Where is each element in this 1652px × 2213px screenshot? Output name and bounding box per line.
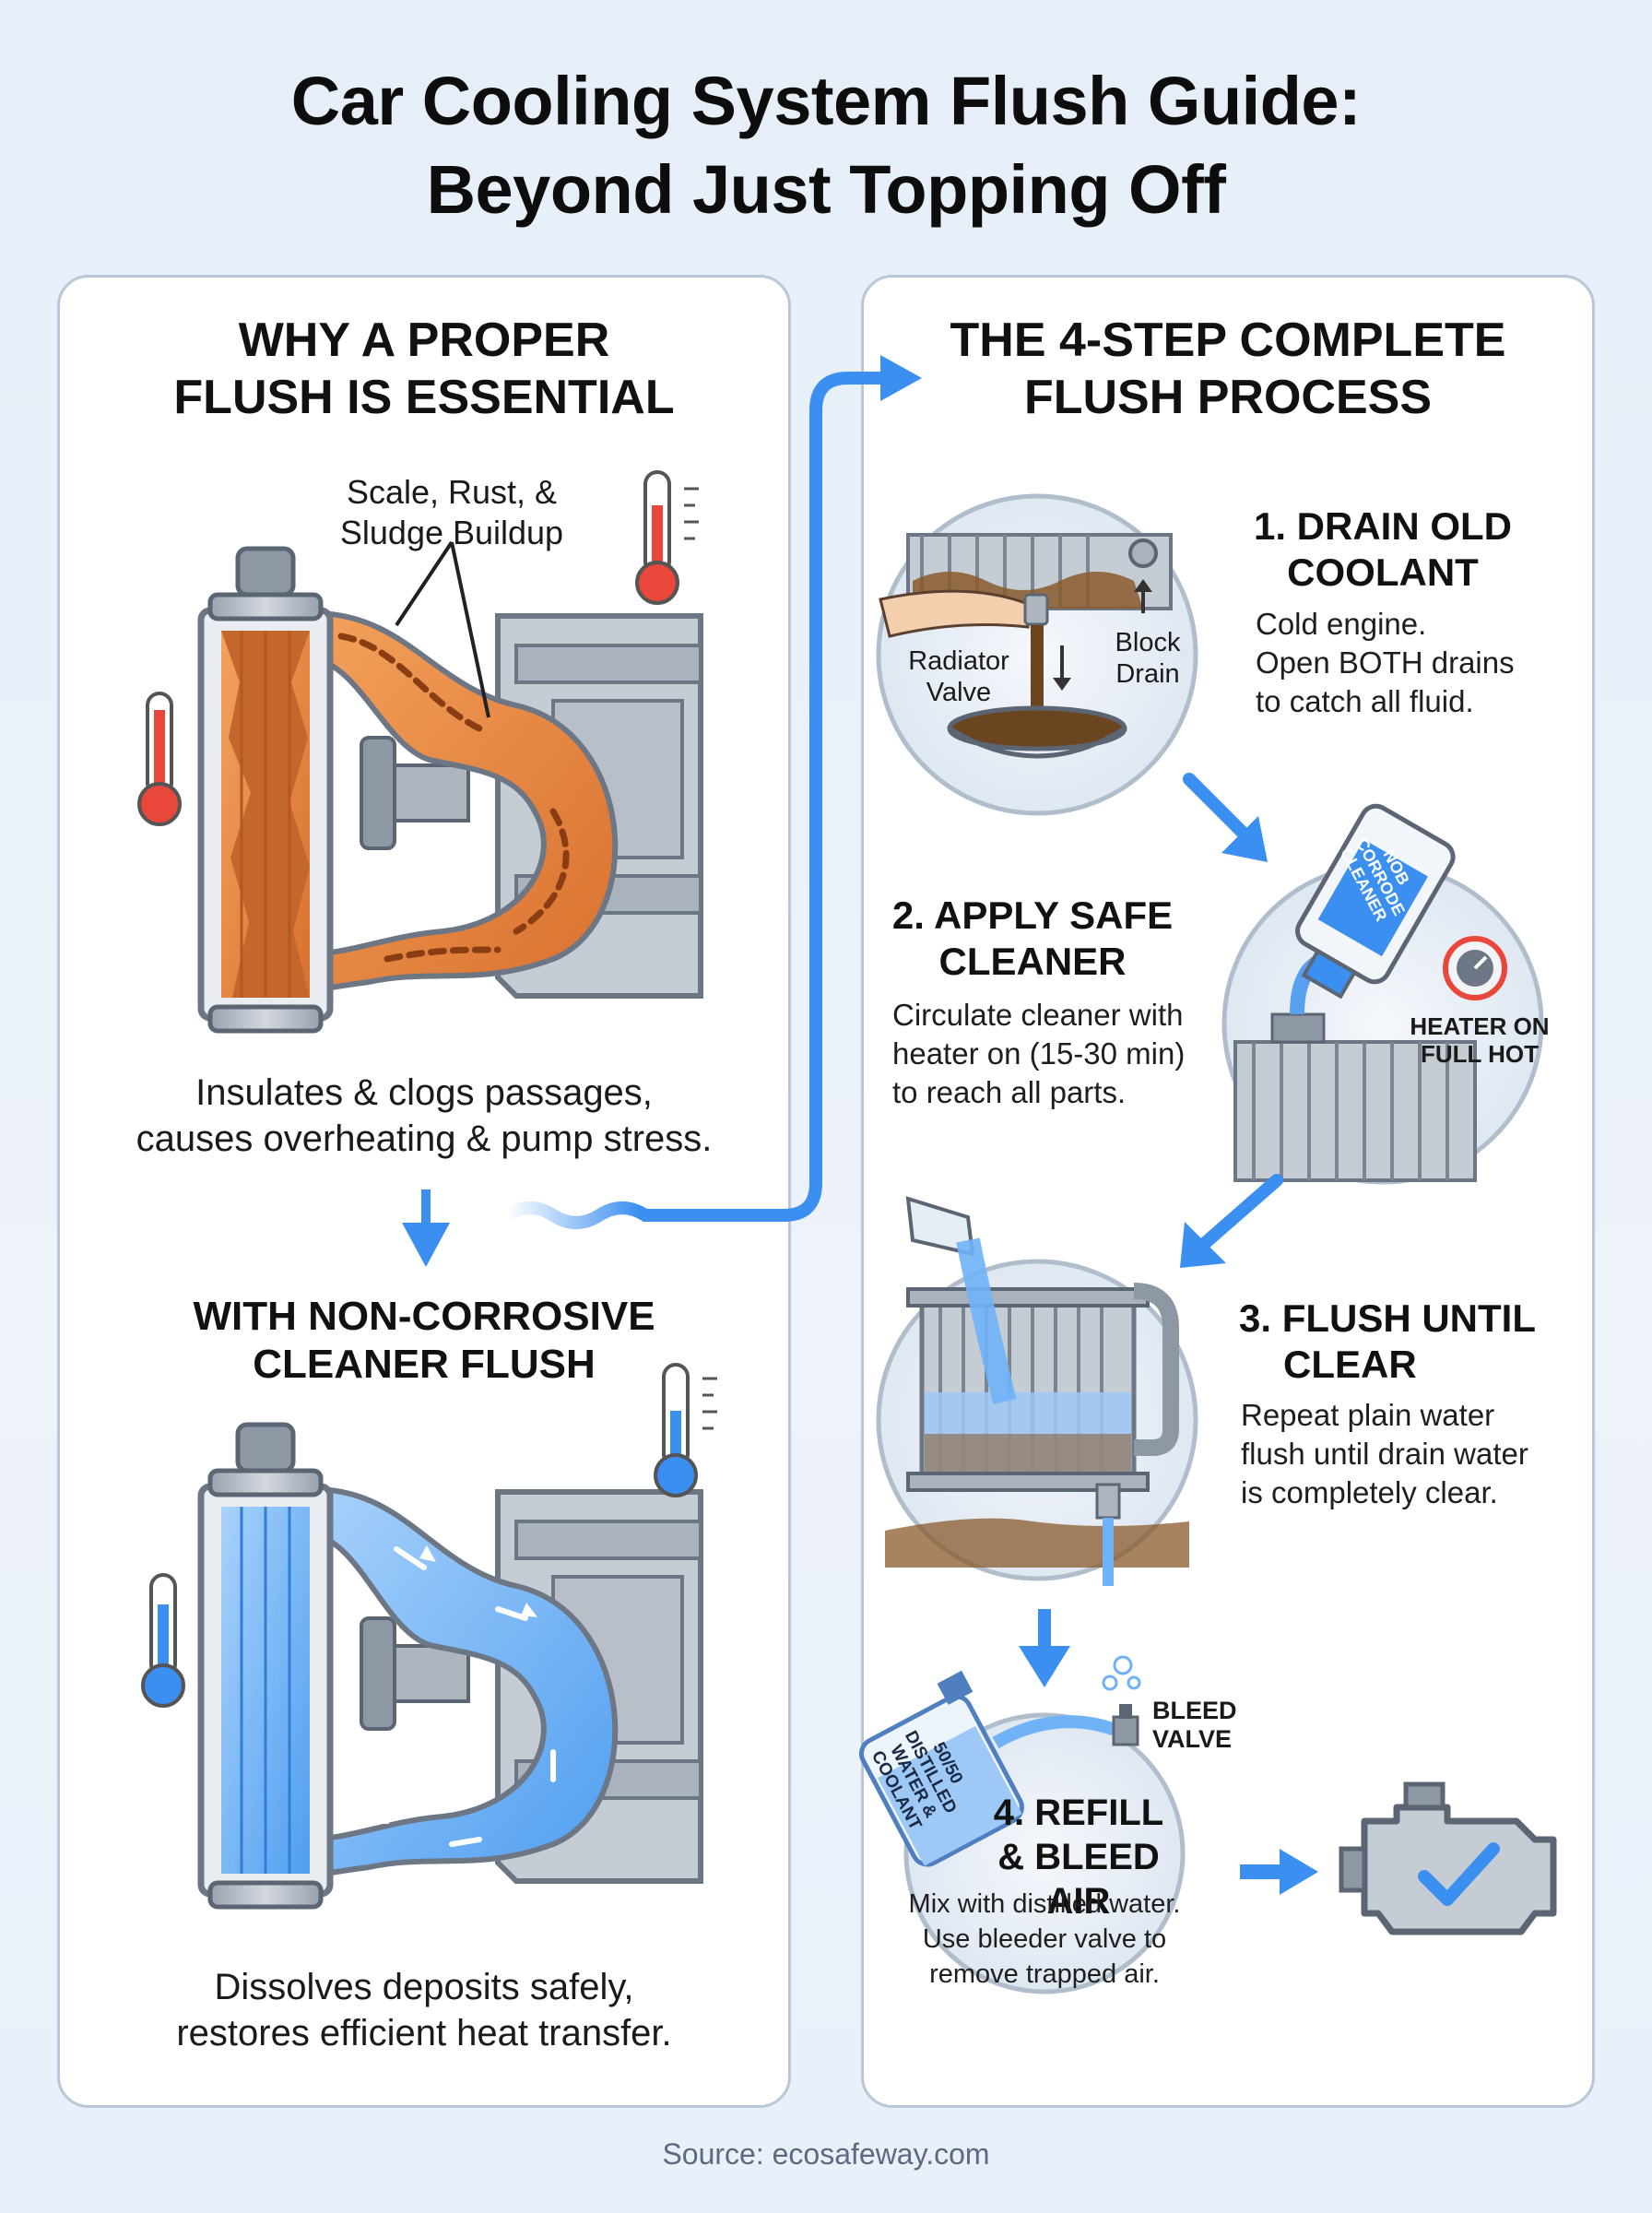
page-title-line2: Beyond Just Topping Off: [426, 151, 1226, 228]
buildup-label-line2: Sludge Buildup: [339, 514, 564, 551]
step3-title: 3. FLUSH UNTIL CLEAR: [1235, 1296, 1540, 1388]
solution-caption-line2: restores efficient heat transfer.: [176, 2013, 672, 2053]
step3-text: Repeat plain water flush until drain wat…: [1241, 1396, 1573, 1512]
step4-text-line1: Mix with distilled water.: [908, 1889, 1181, 1919]
step2-text: Circulate cleaner with heater on (15-30 …: [892, 996, 1224, 1112]
step1-title: 1. DRAIN OLD COOLANT: [1235, 503, 1530, 596]
source-credit: Source: ecosafeway.com: [662, 2137, 990, 2171]
solution-caption: Dissolves deposits safely, restores effi…: [57, 1964, 791, 2056]
block-drain-label-line2: Drain: [1115, 659, 1180, 689]
problem-caption-line1: Insulates & clogs passages,: [195, 1072, 653, 1113]
step1-text-line2: Open BOTH drains: [1256, 645, 1515, 680]
step3-title-line1: 3. FLUSH UNTIL: [1239, 1296, 1536, 1340]
step1-drain-illustration: [876, 493, 1198, 816]
clogged-radiator-illustration: [197, 540, 703, 1034]
clean-radiator-illustration: [197, 1422, 703, 1910]
right-heading-line1: THE 4-STEP COMPLETE: [950, 314, 1506, 367]
block-drain-label-line1: Block: [1115, 628, 1181, 657]
solution-heading-line1: WITH NON-CORROSIVE: [193, 1294, 655, 1339]
step4-title-line1: 4. REFILL: [993, 1793, 1164, 1833]
step4-text: Mix with distilled water. Use bleeder va…: [883, 1887, 1206, 1992]
problem-caption: Insulates & clogs passages, causes overh…: [57, 1070, 791, 1162]
step4-text-line3: remove trapped air.: [929, 1959, 1160, 1989]
down-arrow-icon: [402, 1189, 450, 1267]
process-flow-arrow: [501, 355, 922, 1229]
buildup-label: Scale, Rust, & Sludge Buildup: [295, 472, 608, 553]
solution-heading: WITH NON-CORROSIVE CLEANER FLUSH: [57, 1293, 791, 1389]
step2-text-line2: heater on (15-30 min): [892, 1036, 1186, 1071]
step2-cleaner-illustration: [1221, 803, 1544, 1185]
left-heading-line1: WHY A PROPER: [238, 314, 610, 367]
heater-label-line2: FULL HOT: [1420, 1040, 1540, 1068]
step1-text-line1: Cold engine.: [1256, 607, 1427, 641]
thermometer-cool-icon: [654, 1363, 717, 1497]
page-title-line1: Car Cooling System Flush Guide:: [290, 63, 1362, 139]
step4-refill-illustration: [858, 1655, 1186, 1994]
step4-title-line2: & BLEED AIR: [997, 1837, 1160, 1922]
step2-text-line1: Circulate cleaner with: [892, 998, 1184, 1032]
bleed-valve-label: BLEED VALVE: [1152, 1697, 1245, 1754]
heater-label: HEATER ON FULL HOT: [1406, 1012, 1553, 1068]
bleed-valve-label-line2: VALVE: [1152, 1725, 1233, 1753]
right-panel-heading: THE 4-STEP COMPLETE FLUSH PROCESS: [861, 312, 1595, 426]
step-arrow-icon: [1019, 1609, 1070, 1687]
step3-flush-illustration: [876, 1196, 1198, 1586]
heater-label-line1: HEATER ON: [1410, 1012, 1550, 1040]
block-drain-label: Block Drain: [1097, 627, 1198, 690]
page-title: Car Cooling System Flush Guide: Beyond J…: [0, 57, 1652, 234]
step3-text-line2: flush until drain water: [1241, 1437, 1528, 1471]
thermometer-hot-icon: [635, 470, 699, 605]
step2-title-line2: CLEANER: [938, 940, 1127, 983]
step4-text-line2: Use bleeder valve to: [922, 1924, 1167, 1954]
problem-caption-line2: causes overheating & pump stress.: [136, 1118, 713, 1159]
right-arrow-icon: [1240, 1849, 1318, 1895]
step-arrow-icon: [1183, 773, 1268, 862]
left-heading-line2: FLUSH IS ESSENTIAL: [173, 371, 675, 424]
step-arrow-icon: [1180, 1174, 1283, 1268]
step3-text-line3: is completely clear.: [1241, 1475, 1498, 1509]
left-panel-heading: WHY A PROPER FLUSH IS ESSENTIAL: [57, 312, 791, 426]
step1-title-line1: 1. DRAIN OLD: [1253, 504, 1512, 548]
right-heading-line2: FLUSH PROCESS: [1023, 371, 1433, 424]
step2-title-line1: 2. APPLY SAFE: [891, 893, 1174, 937]
bleed-valve-label-line1: BLEED: [1152, 1697, 1237, 1724]
step1-text-line3: to catch all fluid.: [1256, 684, 1474, 718]
solution-caption-line1: Dissolves deposits safely,: [214, 1967, 634, 2007]
step1-text: Cold engine. Open BOTH drains to catch a…: [1256, 605, 1569, 721]
step2-title: 2. APPLY SAFE CLEANER: [885, 893, 1180, 985]
step4-title: 4. REFILL & BLEED AIR: [963, 1791, 1194, 1923]
step2-text-line3: to reach all parts.: [892, 1075, 1127, 1109]
step3-title-line2: CLEAR: [1283, 1343, 1417, 1386]
engine-check-icon: [1339, 1781, 1557, 1935]
radiator-valve-label-line1: Radiator: [908, 646, 1009, 676]
step1-title-line2: COOLANT: [1287, 550, 1479, 594]
radiator-valve-label-line2: Valve: [926, 678, 992, 707]
thermometer-hot-icon: [137, 692, 182, 826]
radiator-valve-label: Radiator Valve: [894, 645, 1023, 708]
buildup-label-line1: Scale, Rust, &: [346, 473, 558, 511]
step3-text-line1: Repeat plain water: [1241, 1398, 1495, 1432]
thermometer-cool-icon: [141, 1573, 185, 1708]
solution-heading-line2: CLEANER FLUSH: [253, 1342, 596, 1387]
